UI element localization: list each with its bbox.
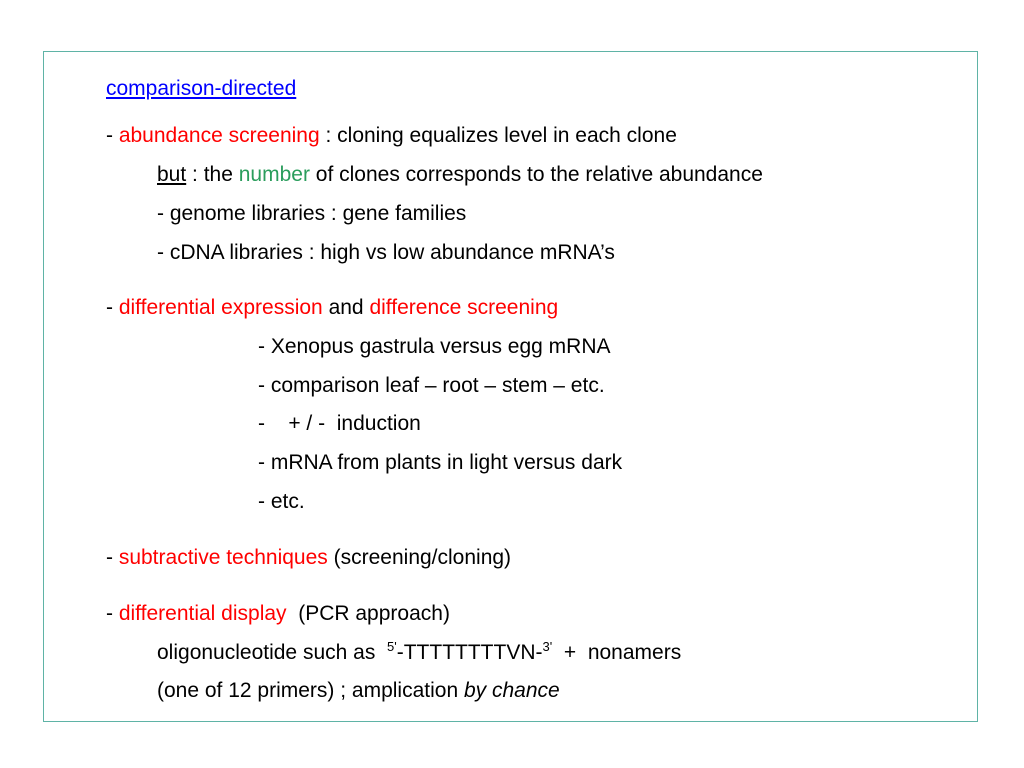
diff-display-term: differential display	[118, 602, 287, 625]
and-word: and	[322, 296, 370, 319]
diff-expression-item: - comparison leaf – root – stem – etc.	[258, 374, 605, 397]
heading-link[interactable]: comparison-directed	[106, 77, 297, 100]
abundance-term: abundance screening	[118, 124, 320, 147]
by-chance-text: by chance	[463, 679, 560, 702]
but-part1: : the	[186, 163, 239, 186]
abundance-line: - abundance screening : cloning equalize…	[106, 125, 677, 146]
but-word: but	[157, 163, 187, 186]
diff-expression-item: - mRNA from plants in light versus dark	[258, 451, 623, 474]
diff-expression-item: - etc.	[258, 490, 305, 513]
subtractive-term: subtractive techniques	[118, 546, 328, 569]
slide-frame	[43, 51, 978, 722]
bullet-dash: -	[106, 296, 119, 319]
but-part2: of clones corresponds to the relative ab…	[309, 163, 763, 186]
three-prime-sup: 3'	[542, 639, 553, 654]
number-word: number	[238, 163, 310, 186]
oligonucleotide-line: oligonucleotide such as 5'-TTTTTTTTVN-3'…	[157, 639, 682, 664]
diff-expression-item: - Xenopus gastrula versus egg mRNA	[258, 335, 611, 358]
diff-display-line: - differential display (PCR approach)	[106, 603, 450, 624]
genome-libraries-line: - genome libraries : gene families	[157, 202, 467, 225]
diff-display-rest: (PCR approach)	[286, 602, 450, 625]
diff-expression-line: - differential expression and difference…	[106, 297, 558, 318]
bullet-dash: -	[106, 124, 119, 147]
subtractive-rest: (screening/cloning)	[327, 546, 512, 569]
oligo-part1: oligonucleotide such as	[157, 641, 387, 664]
diff-expression-item: - + / - induction	[258, 412, 421, 435]
primers-line: (one of 12 primers) ; amplication by cha…	[157, 680, 560, 701]
difference-screening-term: difference screening	[369, 296, 559, 319]
bullet-dash: -	[106, 602, 119, 625]
diff-expression-term: differential expression	[118, 296, 323, 319]
oligo-part2: + nonamers	[552, 641, 682, 664]
five-prime-sup: 5'	[387, 639, 397, 654]
bullet-dash: -	[106, 546, 119, 569]
subtractive-line: - subtractive techniques (screening/clon…	[106, 547, 511, 568]
primers-part1: (one of 12 primers) ; amplication	[157, 679, 464, 702]
abundance-but-line: but : the number of clones corresponds t…	[157, 164, 763, 185]
oligo-sequence: -TTTTTTTTVN-	[396, 641, 543, 664]
abundance-rest: : cloning equalizes level in each clone	[319, 124, 677, 147]
cdna-libraries-line: - cDNA libraries : high vs low abundance…	[157, 241, 615, 264]
